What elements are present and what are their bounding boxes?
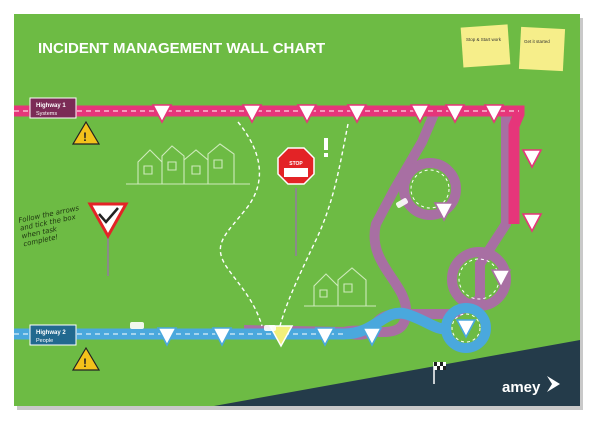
checkpoint-triangle — [346, 104, 368, 124]
svg-text:amey: amey — [502, 379, 541, 396]
checkpoint-triangle — [490, 269, 512, 289]
checkpoint-triangle — [455, 319, 477, 339]
checkpoint-triangle — [483, 104, 505, 124]
checkpoint-triangle — [241, 104, 263, 124]
amey-logo: amey — [502, 376, 560, 396]
svg-text:Get it started: Get it started — [524, 39, 550, 44]
svg-text:Stop & Start work: Stop & Start work — [466, 37, 502, 42]
checkpoint-triangle — [521, 149, 543, 169]
checkpoint-triangle — [521, 213, 543, 233]
checkpoints-roundabouts — [433, 202, 512, 289]
svg-text:!: ! — [83, 130, 87, 144]
road-highway-2 — [14, 307, 449, 340]
checkpoint-triangle — [433, 202, 455, 222]
chart-title: INCIDENT MANAGEMENT WALL CHART — [38, 40, 325, 57]
houses-sketch-2 — [304, 267, 376, 307]
checkpoint-triangle — [151, 104, 173, 124]
checkpoint-final — [455, 319, 477, 339]
checkpoint-triangle — [156, 327, 178, 347]
svg-text:!: ! — [83, 356, 87, 370]
checkpoints-highway-2 — [156, 327, 383, 347]
checkpoint-triangle — [296, 104, 318, 124]
checkpoint-triangle — [361, 327, 383, 347]
sticky-note-1: Stop & Start work — [460, 24, 511, 68]
houses-sketch — [126, 143, 250, 185]
sticky-note-2: Get it started — [518, 26, 566, 72]
svg-text:Highway 2: Highway 2 — [36, 330, 66, 336]
checkpoint-triangle — [409, 104, 431, 124]
incident-management-wall-chart: INCIDENT MANAGEMENT WALL CHART Stop & St… — [14, 14, 583, 410]
svg-text:Systems: Systems — [36, 111, 57, 117]
warning-sign-1: ! — [71, 120, 101, 145]
give-way-tick-sign — [87, 202, 129, 276]
dashed-path-1 — [219, 121, 263, 327]
highway-2-label: Highway 2 People — [29, 324, 77, 346]
checkpoint-triangle — [444, 104, 466, 124]
dashed-path-2 — [279, 123, 349, 327]
finish-flag-icon — [433, 362, 446, 384]
stop-sign: STOP — [277, 147, 315, 256]
svg-text:Highway 1: Highway 1 — [36, 103, 66, 109]
warning-sign-2: ! — [71, 346, 101, 371]
checkpoint-highlight — [268, 325, 294, 348]
corner-banner — [214, 340, 580, 406]
vehicles — [130, 198, 408, 331]
roundabout-1 — [399, 158, 461, 220]
checkpoint-triangle — [314, 327, 336, 347]
exclamation-mark-icon — [324, 138, 328, 157]
svg-text:People: People — [36, 338, 53, 344]
svg-text:STOP: STOP — [289, 161, 303, 167]
checkpoint-triangle — [211, 327, 233, 347]
checkpoints-highway-1 — [151, 104, 543, 233]
highway-1-label: Highway 1 Systems — [29, 97, 77, 119]
